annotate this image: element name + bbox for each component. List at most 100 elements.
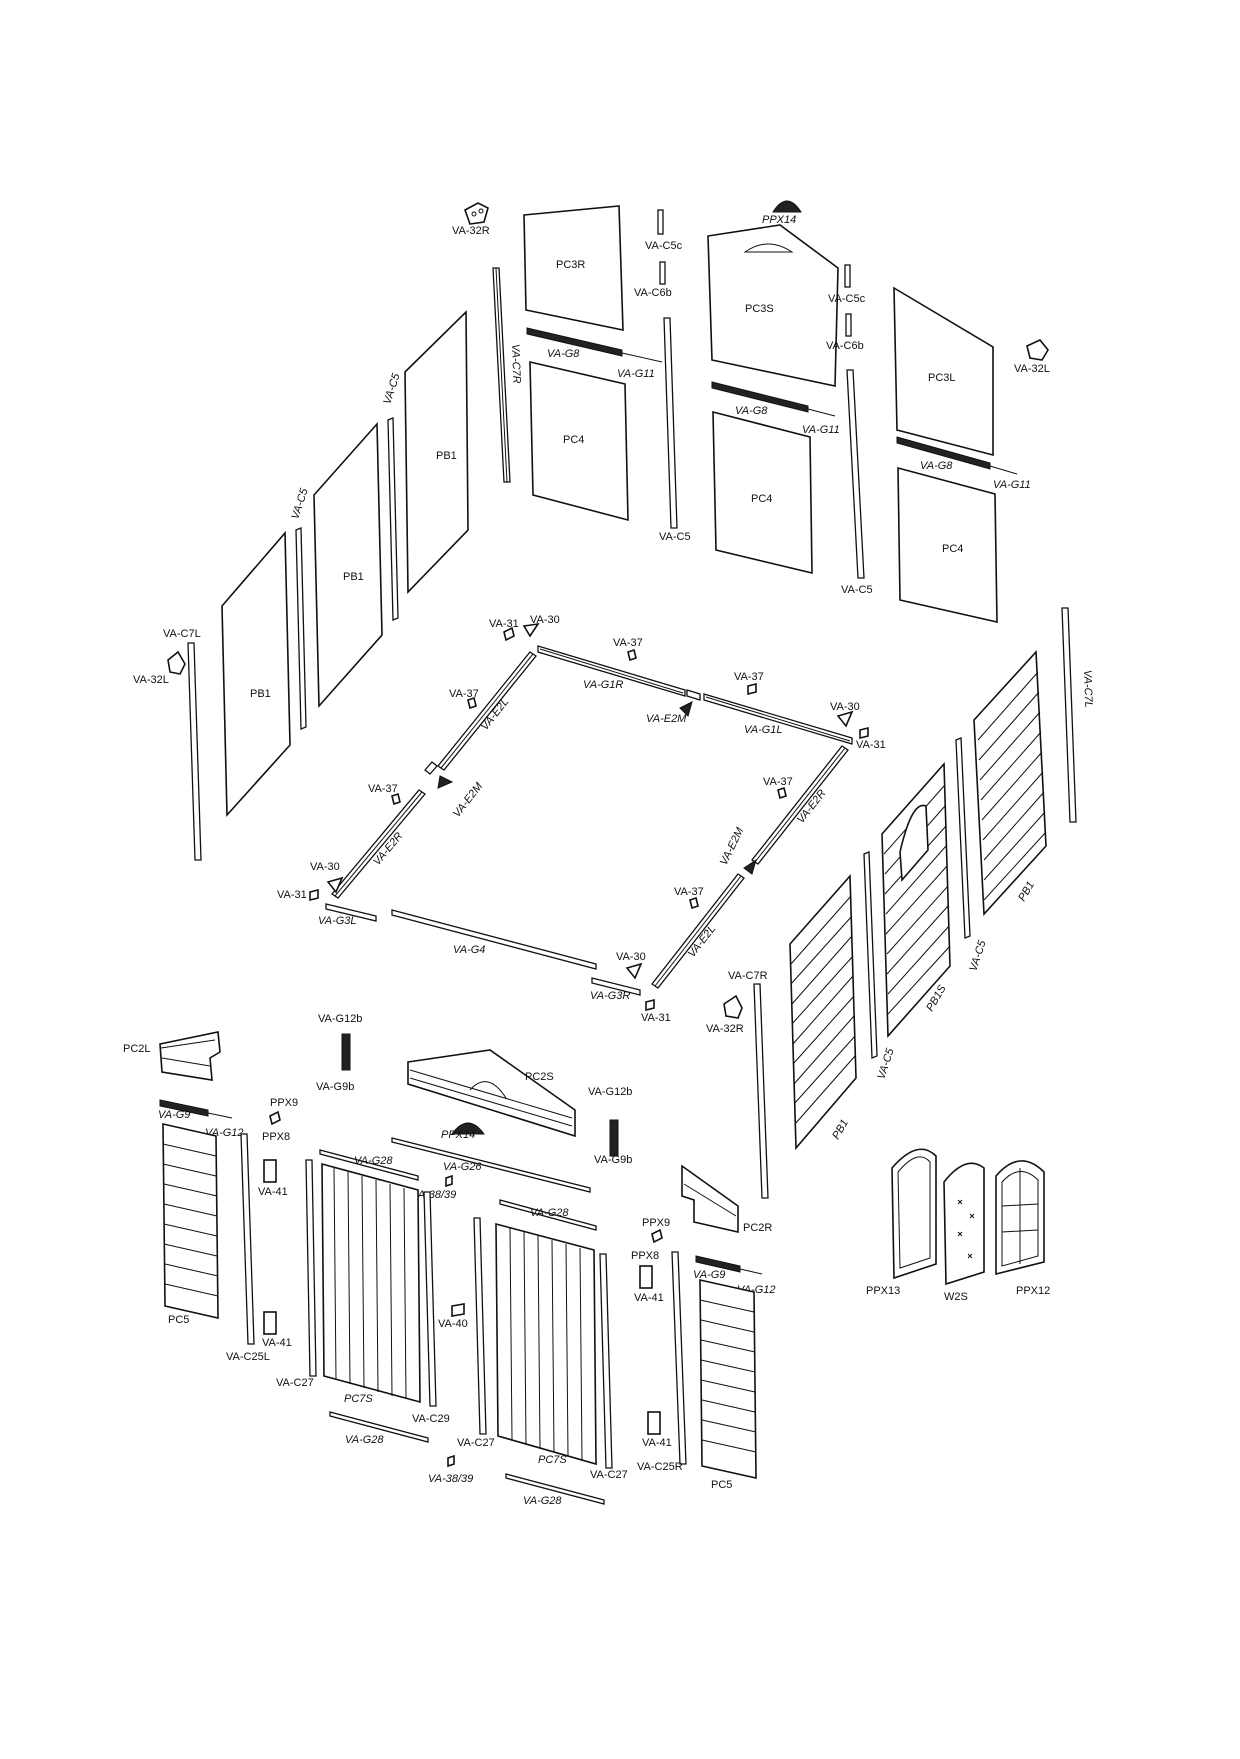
part-va-e2m-1 <box>679 701 693 717</box>
part-va-30-4 <box>625 962 643 980</box>
label-ppx9-1: PPX9 <box>270 1097 298 1109</box>
bracket-va-32r-top <box>464 202 489 225</box>
rail-va-g8-2 <box>711 381 836 417</box>
post-va-c29 <box>423 1191 437 1407</box>
panel-pb1s <box>881 761 951 1039</box>
label-pc3s: PC3S <box>745 303 774 315</box>
panel-pc3l <box>893 286 994 457</box>
label-va-g28-1: VA-G28 <box>354 1155 393 1167</box>
post-va-c7l-right <box>1061 607 1077 823</box>
label-va-g12b-2: VA-G12b <box>588 1086 632 1098</box>
panel-pc5-2 <box>699 1279 757 1479</box>
part-va-e2m-1-joint <box>686 689 701 701</box>
label-pc3r: PC3R <box>556 259 585 271</box>
label-va-37-2: VA-37 <box>734 671 764 683</box>
label-va-e2m-2: VA-E2M <box>451 780 486 820</box>
rail-va-g28-4 <box>505 1473 605 1505</box>
label-va-g28-3: VA-G28 <box>345 1434 384 1446</box>
label-va-g11-2: VA-G11 <box>802 424 840 436</box>
part-va-e2m-2-joint <box>424 761 438 775</box>
label-va-g3r: VA-G3R <box>590 990 630 1002</box>
post-va-c5-a <box>663 317 678 529</box>
part-va-37-3 <box>467 696 477 710</box>
label-va-c25r: VA-C25R <box>637 1461 683 1473</box>
part-va-38-39-2 <box>447 1454 455 1468</box>
label-va-g1l: VA-G1L <box>744 724 783 736</box>
label-va-c7r-top: VA-C7R <box>509 344 522 384</box>
label-pb1-right-2: PB1 <box>830 1117 851 1141</box>
panel-pc4-1 <box>529 360 629 522</box>
label-va-c27-1: VA-C27 <box>276 1377 314 1389</box>
label-va-g1r: VA-G1R <box>583 679 623 691</box>
part-va-30-2 <box>836 710 854 728</box>
window-w2s <box>943 1162 985 1286</box>
post-va-c5-e <box>955 737 971 939</box>
label-ppx14-mid: PPX14 <box>441 1129 475 1141</box>
panel-pc5-1 <box>162 1122 219 1320</box>
label-pc2r: PC2R <box>743 1222 772 1234</box>
panel-pb1-1 <box>404 310 469 594</box>
part-va-41-3 <box>263 1311 277 1335</box>
rail-va-g8-3 <box>896 436 1018 475</box>
panel-pb1-2 <box>313 421 383 709</box>
label-va-30-4: VA-30 <box>616 951 646 963</box>
label-va-e2m-1: VA-E2M <box>646 713 687 725</box>
part-ppx14-top <box>772 200 802 213</box>
label-va-41-1: VA-41 <box>258 1186 288 1198</box>
post-va-c27-3 <box>599 1253 613 1469</box>
label-pb1-2: PB1 <box>343 571 364 583</box>
panel-pc3s <box>707 224 839 387</box>
part-va-31-1 <box>503 626 515 642</box>
label-va-c6b-1: VA-C6b <box>634 287 672 299</box>
part-va-41-2 <box>639 1265 653 1289</box>
rail-va-e2r-1 <box>331 789 426 899</box>
rail-va-g3l <box>325 903 377 922</box>
label-va-g11-3: VA-G11 <box>993 479 1031 491</box>
label-va-c7l-right: VA-C7L <box>1081 670 1094 708</box>
label-va-38-39-1: VA-38/39 <box>411 1189 456 1201</box>
post-va-c5-b <box>846 369 865 579</box>
panel-pc4-3 <box>897 466 998 624</box>
door-pc7s-1 <box>321 1162 421 1404</box>
label-va-g9-1: VA-G9 <box>158 1109 190 1121</box>
post-va-c5-d <box>295 527 307 730</box>
label-va-c29: VA-C29 <box>412 1413 450 1425</box>
label-pc2s: PC2S <box>525 1071 554 1083</box>
label-va-32l-right: VA-32L <box>1014 363 1050 375</box>
window-ppx13 <box>891 1148 937 1280</box>
label-va-c5-d: VA-C5 <box>289 486 311 521</box>
bracket-va-32r-mid <box>723 994 743 1019</box>
label-va-g28-2: VA-G28 <box>530 1207 569 1219</box>
part-va-37-5 <box>777 786 787 800</box>
label-va-c27-3: VA-C27 <box>590 1469 628 1481</box>
label-va-g9b-1: VA-G9b <box>316 1081 354 1093</box>
label-va-30-1: VA-30 <box>530 614 560 626</box>
label-va-g8-3: VA-G8 <box>920 460 953 472</box>
rail-va-g9-2 <box>695 1255 763 1275</box>
label-va-c5-c: VA-C5 <box>381 371 403 406</box>
label-ppx9-2: PPX9 <box>642 1217 670 1229</box>
label-va-g12b-1: VA-G12b <box>318 1013 362 1025</box>
panel-pb1-right-1 <box>973 650 1047 916</box>
panel-pc2s <box>407 1049 576 1138</box>
part-va-37-4 <box>391 792 401 806</box>
part-va-40 <box>451 1303 465 1317</box>
post-va-c7r-mid <box>753 983 769 1199</box>
label-pc5-1: PC5 <box>168 1314 189 1326</box>
label-va-c5-e: VA-C5 <box>967 938 989 973</box>
label-va-32l-left: VA-32L <box>133 674 169 686</box>
label-va-31-3: VA-31 <box>277 889 307 901</box>
rail-va-g26 <box>391 1137 591 1193</box>
label-va-c5c-1: VA-C5c <box>645 240 683 252</box>
label-va-g3l: VA-G3L <box>318 915 357 927</box>
label-va-g11-1: VA-G11 <box>617 368 655 380</box>
label-va-41-4: VA-41 <box>642 1437 672 1449</box>
label-va-g26: VA-G26 <box>443 1161 482 1173</box>
part-va-c6b-1 <box>659 261 666 285</box>
part-va-31-4 <box>645 998 655 1012</box>
part-va-31-3 <box>309 888 319 902</box>
label-ppx8-2: PPX8 <box>631 1250 659 1262</box>
post-va-c27-1 <box>305 1159 317 1377</box>
post-va-c27-2 <box>473 1217 487 1435</box>
panel-pc3r <box>523 205 624 331</box>
